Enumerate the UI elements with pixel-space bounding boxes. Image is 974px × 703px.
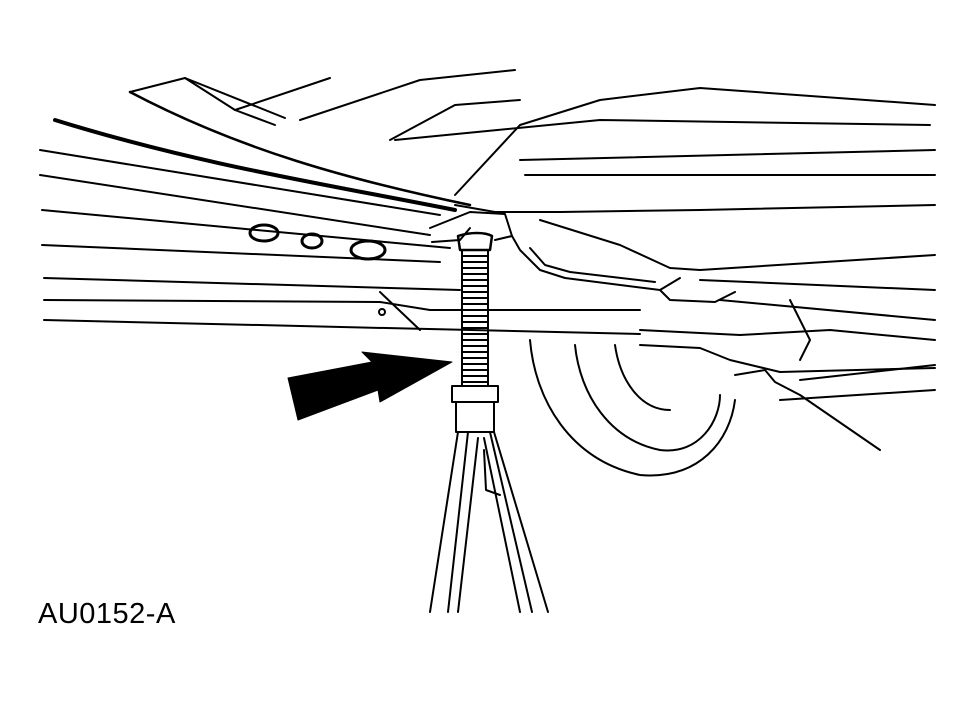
stand-legs (429, 431, 549, 613)
rocker-panel (53, 90, 936, 213)
jack-point-bracket (429, 211, 736, 303)
figure-id-label: AU0152-A (38, 598, 176, 630)
arrow-icon (287, 351, 453, 421)
body-panel-lines (129, 69, 936, 196)
frame-rail (39, 149, 641, 335)
jack-stand (429, 231, 549, 613)
rear-suspension (539, 219, 936, 451)
rear-tire (529, 339, 736, 477)
threaded-screw (461, 249, 489, 387)
